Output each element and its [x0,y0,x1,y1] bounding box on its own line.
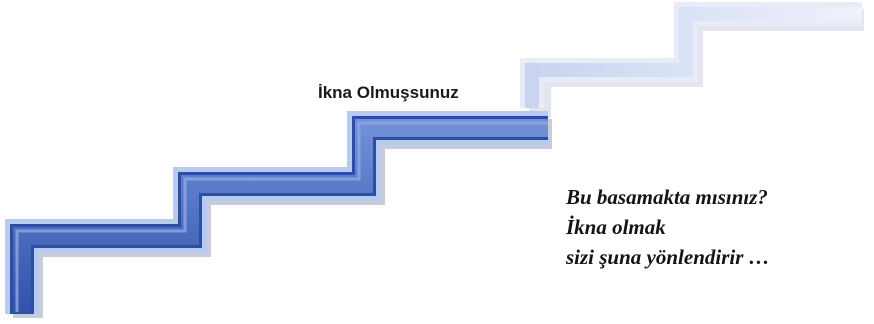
upper-steps [520,2,864,118]
question-text: Bu basamakta mısınız? İkna olmak sizi şu… [566,182,770,272]
lower-steps [5,111,552,318]
question-line: Bu basamakta mısınız? [566,185,768,209]
stage-label: İkna Olmuşsunuz [318,83,459,102]
question-line: sizi şuna yönlendirir … [566,245,770,269]
question-line: İkna olmak [566,215,666,239]
